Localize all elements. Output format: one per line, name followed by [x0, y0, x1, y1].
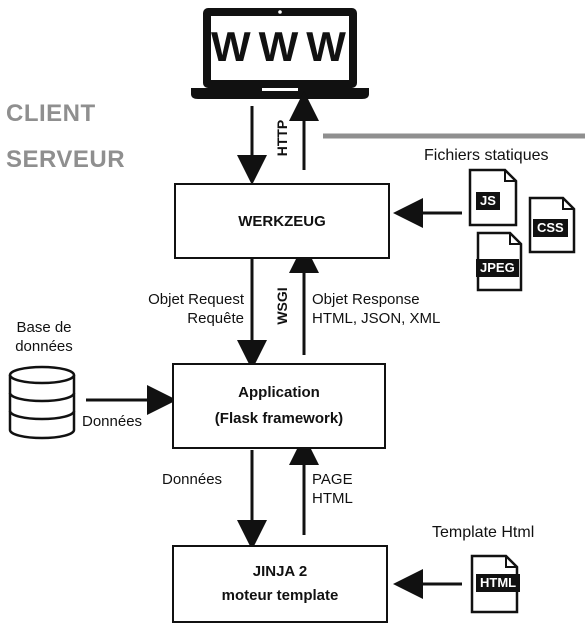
jinja-box: JINJA 2 moteur template	[172, 545, 388, 623]
database-title-line2: données	[15, 338, 73, 355]
html-to-app-line2: HTML	[312, 490, 353, 507]
database-flow-label: Données	[82, 413, 143, 430]
application-box: Application (Flask framework)	[172, 363, 386, 449]
html-to-app-line1: PAGE	[312, 471, 353, 488]
application-title: Application	[238, 384, 320, 401]
werkzeug-title: WERKZEUG	[238, 212, 326, 230]
data-to-jinja-label: Données	[162, 471, 223, 488]
request-label: Objet Request Requête	[112, 290, 244, 328]
client-zone-label: CLIENT	[6, 100, 96, 127]
html-to-app-label: PAGE HTML	[312, 470, 353, 508]
server-zone-label: SERVEUR	[6, 146, 126, 173]
laptop-icon	[191, 8, 369, 99]
wsgi-label: WSGI	[274, 287, 290, 325]
jinja-subtitle: moteur template	[221, 587, 339, 604]
http-label: HTTP	[274, 119, 290, 157]
html-file-label: HTML	[476, 574, 521, 592]
browser-text: WWW	[211, 23, 354, 70]
response-label: Objet Response HTML, JSON, XML	[312, 290, 440, 328]
response-line1: Objet Response	[312, 291, 420, 308]
jinja-title: JINJA 2	[252, 563, 308, 580]
werkzeug-box: WERKZEUG	[174, 183, 390, 259]
request-line1: Objet Request	[148, 291, 244, 308]
js-file-label: JS	[476, 192, 500, 210]
application-framework: (Flask framework)	[214, 410, 344, 427]
database-title-line1: Base de	[16, 319, 72, 336]
css-file-label: CSS	[533, 219, 568, 237]
database-title: Base de données	[4, 318, 84, 356]
jpeg-file-label: JPEG	[476, 259, 519, 277]
request-line2: Requête	[187, 310, 244, 327]
static-files-title: Fichiers statiques	[424, 147, 549, 164]
database-icon	[8, 365, 76, 440]
response-line2: HTML, JSON, XML	[312, 310, 441, 327]
template-title: Template Html	[432, 524, 535, 541]
